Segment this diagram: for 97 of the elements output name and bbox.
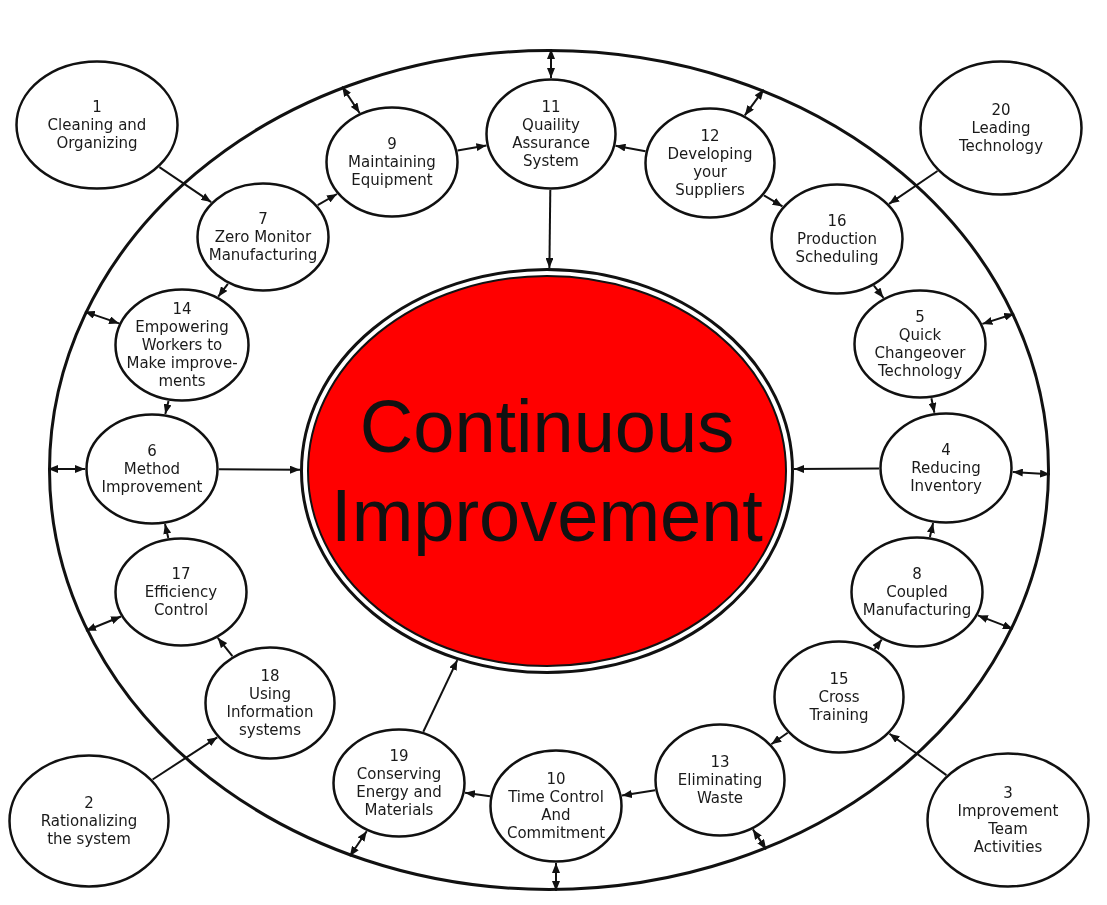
arrow (163, 399, 172, 416)
step-label: Coupled Manufacturing (862, 583, 972, 619)
step-ellipse (8, 754, 170, 888)
double-arrow (552, 862, 560, 892)
step-number: 13 (710, 753, 730, 771)
step-number: 8 (912, 565, 922, 583)
step-label: Reducing Inventory (909, 459, 983, 495)
arrow (545, 189, 554, 269)
double-arrow (341, 85, 361, 114)
step-ellipse (644, 107, 776, 219)
step-ellipse (204, 646, 336, 760)
arrow (926, 522, 935, 538)
step-number: 2 (84, 794, 94, 812)
step-label: Maintaining Equipment (347, 153, 437, 189)
step-number: 4 (941, 441, 951, 459)
double-arrow (751, 828, 768, 851)
arrow (456, 143, 488, 152)
arrow (151, 736, 219, 781)
arrow (163, 522, 172, 539)
step-label: Leading Technology (958, 119, 1044, 155)
step-number: 3 (1003, 784, 1013, 802)
double-arrow (981, 312, 1016, 325)
step-ellipse (654, 723, 786, 837)
step-label: Time Control And Commitment (506, 788, 606, 842)
step-number: 17 (171, 565, 191, 583)
arrow (770, 731, 789, 746)
step-number: 10 (546, 770, 566, 788)
step-label: Using Information systems (226, 685, 314, 739)
step-ellipse (85, 413, 219, 525)
double-arrow (743, 88, 765, 117)
step-label: Method Improvement (101, 460, 203, 496)
step-ellipse (853, 289, 987, 399)
step-label: Efficiency Control (144, 583, 218, 619)
double-arrow (348, 830, 368, 858)
step-label: Quaility Assurance System (511, 116, 591, 170)
step-label: Developing your Suppliers (667, 145, 753, 199)
step-ellipse (485, 78, 617, 190)
step-label: Production Scheduling (795, 230, 879, 266)
arrow (928, 397, 937, 414)
step-ellipse (926, 752, 1090, 888)
step-number: 5 (915, 308, 925, 326)
step-ellipse (850, 536, 984, 648)
step-ellipse (196, 182, 330, 292)
arrow (464, 790, 491, 799)
double-arrow (47, 465, 86, 473)
step-label: Conserving Energy and Materials (355, 765, 443, 819)
step-ellipse (879, 412, 1013, 524)
arrow (614, 143, 647, 153)
step-number: 1 (92, 98, 102, 116)
step-number: 19 (389, 747, 409, 765)
step-label: Eliminating Waste (677, 771, 763, 807)
step-ellipse (114, 288, 250, 402)
step-ellipse (489, 749, 623, 863)
double-arrow (547, 48, 555, 79)
step-number: 20 (991, 101, 1011, 119)
step-number: 15 (829, 670, 849, 688)
step-label: Cross Training (808, 688, 870, 724)
arrow (888, 732, 948, 777)
arrow (872, 284, 885, 299)
step-label: Cleaning and Organizing (47, 116, 147, 152)
central-ellipse (300, 268, 794, 674)
arrow (620, 789, 657, 798)
step-ellipse (114, 537, 248, 647)
step-number: 11 (541, 98, 561, 116)
arrow (218, 465, 301, 474)
step-label: Empowering Workers to Make improve- ments (125, 318, 239, 390)
step-label: Quick Changeover Technology (874, 326, 966, 380)
step-ellipse (919, 60, 1083, 196)
double-arrow (83, 310, 121, 325)
step-number: 9 (387, 135, 397, 153)
arrow (793, 465, 880, 474)
step-ellipse (325, 106, 459, 218)
central-title: Continuous Improvement (330, 384, 764, 559)
step-number: 18 (260, 667, 280, 685)
step-number: 7 (258, 210, 268, 228)
double-arrow (976, 614, 1014, 630)
step-label: Improvement Team Activities (957, 802, 1059, 856)
double-arrow (1011, 468, 1051, 478)
arrow (888, 170, 939, 205)
step-ellipse (332, 728, 466, 838)
step-number: 12 (700, 127, 720, 145)
arrow (762, 194, 784, 208)
step-number: 16 (827, 212, 847, 230)
step-number: 14 (172, 300, 192, 318)
arrow (316, 193, 338, 207)
step-ellipse (770, 183, 904, 295)
arrow (217, 282, 229, 298)
arrow (158, 166, 213, 204)
arrow (216, 636, 234, 658)
step-ellipse (15, 60, 179, 190)
step-label: Rationalizing the system (40, 812, 138, 848)
step-label: Zero Monitor Manufacturing (208, 228, 318, 264)
step-number: 6 (147, 442, 157, 460)
step-ellipse (773, 640, 905, 754)
arrow (872, 638, 883, 650)
arrow (422, 659, 459, 733)
double-arrow (85, 615, 122, 632)
